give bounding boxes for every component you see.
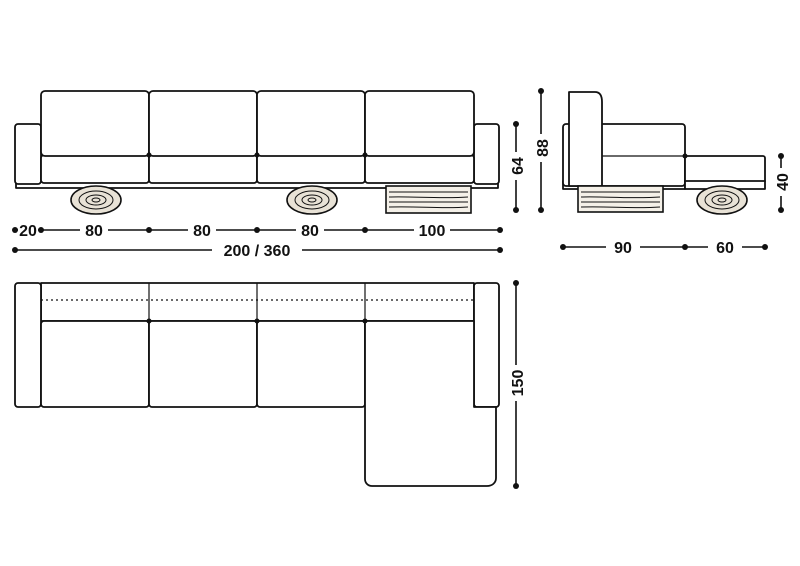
side-view [562,91,766,215]
side-log-leg [696,185,748,215]
plan-chaise [364,320,497,487]
front-back-cushion [256,90,366,157]
front-total-dimension: 200 / 360 [12,240,503,260]
front-back-cushion [364,90,475,157]
front-log-leg [70,185,122,215]
dim-label-seat-height: 64 [510,157,527,175]
dim-label-back-height: 88 [535,139,552,157]
dim-label-plan-depth: 150 [510,370,527,397]
plan-seat-cushion [148,320,258,408]
dim-label-seat-1: 80 [85,223,103,240]
front-log-leg [286,185,338,215]
front-wood-block [385,185,472,214]
front-height-dimensions: 64 88 [508,88,552,213]
plan-left-arm [14,282,42,408]
side-seat-height-dimension: 40 [773,153,792,213]
front-width-dimension: 20 80 80 80 100 [12,220,503,240]
front-seat-cushion [256,154,366,184]
dim-label-seat-3: 80 [301,223,319,240]
plan-seat-cushion [256,320,366,408]
side-back-cushion [568,91,603,187]
front-left-arm [14,123,42,185]
side-chaise-extension [684,155,766,184]
front-back-cushion [40,90,150,157]
dim-label-side-chaise: 60 [716,240,734,257]
plan-view [14,282,500,487]
front-seat-cushion [40,154,150,184]
front-seat-cushion [148,154,258,184]
front-seat-cushion [364,154,475,184]
dim-label-chaise: 100 [419,223,446,240]
side-depth-dimension: 90 60 [560,238,768,257]
plan-right-arm [473,282,500,408]
dim-label-side-depth: 90 [614,240,632,257]
front-view [14,90,500,215]
plan-seat-cushion [40,320,150,408]
side-wood-block [577,185,664,213]
plan-depth-dimension: 150 [507,280,527,489]
front-right-arm [473,123,500,185]
front-back-cushion [148,90,258,157]
dim-label-seat-2: 80 [193,223,211,240]
dim-label-side-seat-height: 40 [775,173,792,191]
dim-label-arm: 20 [19,223,37,240]
dim-label-total: 200 / 360 [224,243,291,260]
